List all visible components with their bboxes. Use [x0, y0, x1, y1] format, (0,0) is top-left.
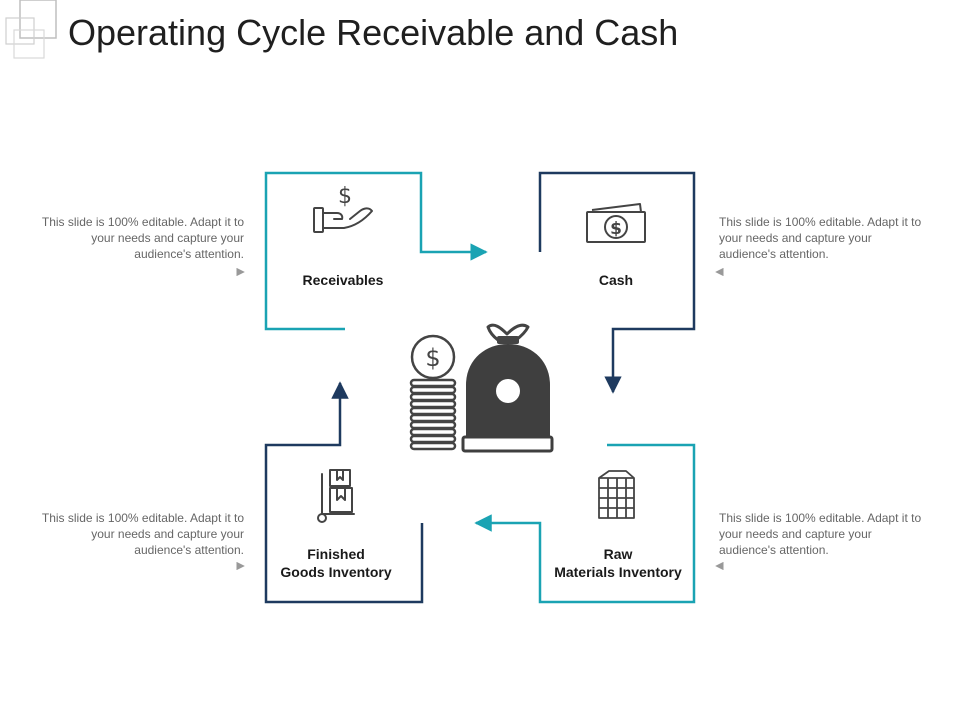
svg-text:$: $ — [338, 184, 352, 209]
note-top-left: This slide is 100% editable. Adapt it to… — [41, 215, 244, 261]
finished-goods-frame — [264, 381, 424, 604]
cash-frame — [538, 171, 696, 394]
svg-text:$: $ — [425, 344, 440, 372]
hand-dollar-icon: $ — [313, 184, 373, 233]
note-bottom-left: This slide is 100% editable. Adapt it to… — [41, 511, 244, 557]
page-title: Operating Cycle Receivable and Cash — [68, 12, 679, 53]
receivables-frame — [264, 171, 488, 331]
coin-stack: $ — [409, 334, 457, 451]
raw-materials-frame — [474, 443, 696, 604]
finished-goods-label: Finished Goods Inventory — [280, 546, 392, 580]
svg-text:$: $ — [610, 219, 622, 239]
raw-materials-label: Raw Materials Inventory — [554, 546, 682, 580]
hand-truck-icon — [317, 469, 355, 523]
receivables-label: Receivables — [302, 272, 384, 288]
note-top-right: This slide is 100% editable. Adapt it to… — [719, 215, 922, 261]
cash-label: Cash — [598, 272, 634, 288]
building-icon — [598, 470, 635, 519]
coins-and-money-bag-icon: $ — [409, 323, 554, 453]
banknote-icon: $ — [586, 203, 646, 243]
note-bottom-right: This slide is 100% editable. Adapt it to… — [719, 511, 922, 557]
corner-decoration — [5, 0, 57, 59]
money-bag — [461, 323, 554, 453]
